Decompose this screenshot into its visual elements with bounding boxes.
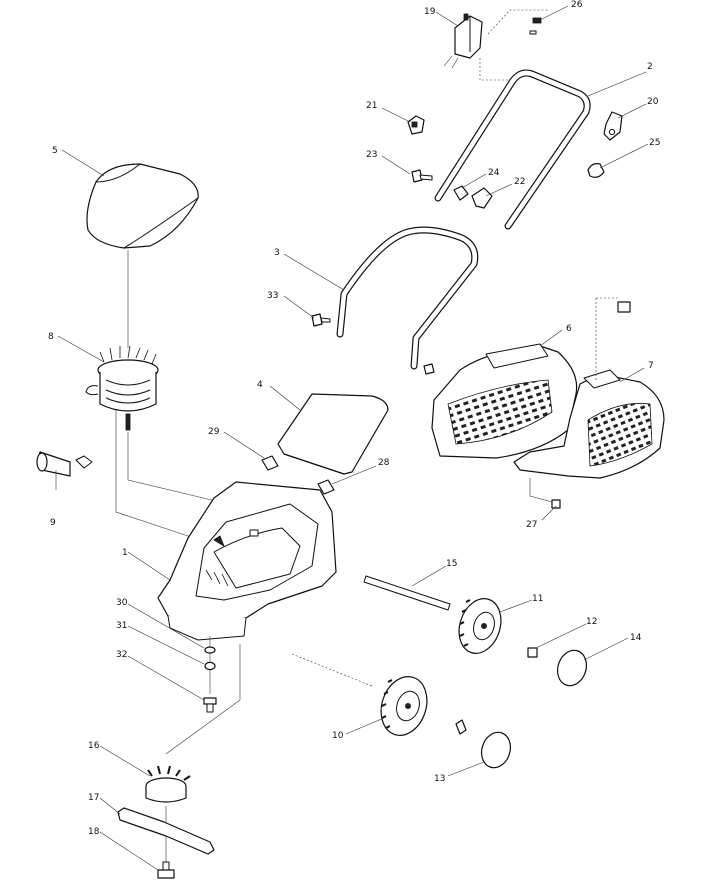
callout-23: 23 [366, 150, 377, 160]
cover-plate-part [277, 393, 389, 475]
callout-26: 26 [571, 0, 583, 10]
capacitor-part [36, 451, 93, 477]
callout-20: 20 [647, 97, 659, 107]
axle-rear [291, 653, 373, 687]
hub-cap-part-13 [480, 731, 512, 769]
motor-cover-part [86, 163, 199, 249]
grass-box-upper-part [431, 343, 578, 459]
callout-27: 27 [526, 520, 537, 530]
leader-line [115, 410, 201, 541]
callout-18: 18 [88, 827, 100, 837]
callout-8: 8 [48, 332, 54, 342]
grass-box-lower-part [513, 369, 665, 479]
callout-25: 25 [649, 138, 660, 148]
clip-part-28 [317, 479, 335, 495]
callout-15: 15 [446, 559, 457, 569]
nut-part-12 [527, 647, 538, 658]
callout-5: 5 [52, 146, 58, 156]
callout-10: 10 [332, 731, 344, 741]
bolt-part-18 [157, 861, 175, 879]
cover-plate-edge [283, 453, 345, 475]
washer-part-31 [204, 661, 216, 671]
callout-13: 13 [434, 774, 445, 784]
leader-line [479, 58, 512, 81]
bolt-part-33 [311, 313, 331, 327]
clip-part-29 [261, 455, 279, 471]
leader-line [595, 297, 620, 380]
callout-31: 31 [116, 621, 127, 631]
bolt-small [423, 363, 435, 375]
leader-line [487, 9, 548, 35]
callout-19: 19 [424, 7, 436, 17]
hook-part [587, 163, 605, 178]
callout-16: 16 [88, 741, 100, 751]
callout-11: 11 [532, 594, 543, 604]
callout-24: 24 [488, 168, 500, 178]
callout-labels: 19 26 2 20 21 25 23 24 22 5 3 33 6 8 7 4… [48, 0, 660, 837]
lower-handle-part [336, 226, 479, 370]
hub-cap-part-14 [556, 649, 588, 687]
callout-17: 17 [88, 793, 99, 803]
fan-part-16 [145, 765, 191, 803]
callout-28: 28 [378, 458, 390, 468]
callout-2: 2 [647, 62, 653, 72]
leader-line [127, 432, 221, 503]
callout-1: 1 [122, 548, 128, 558]
mower-deck-part [157, 481, 337, 641]
callout-33: 33 [267, 291, 278, 301]
callout-30: 30 [116, 598, 128, 608]
callout-9: 9 [50, 518, 56, 528]
bolt-part-23 [411, 169, 433, 183]
callout-12: 12 [586, 617, 597, 627]
callout-22: 22 [514, 177, 525, 187]
leader-line [165, 644, 241, 755]
wheel-part-11 [458, 598, 502, 654]
upper-handle-part [434, 69, 591, 230]
callout-21: 21 [366, 101, 377, 111]
callout-3: 3 [274, 248, 280, 258]
axle-part-15 [363, 575, 451, 611]
switch-box-part [443, 13, 483, 69]
screw-top-right [617, 301, 631, 313]
clamp-part-24 [453, 185, 469, 201]
wheel-part-10 [380, 676, 428, 736]
blade-part-17 [117, 807, 215, 855]
knob-part-22 [471, 187, 493, 209]
callout-4: 4 [257, 380, 263, 390]
callout-leaders [55, 5, 649, 871]
bolt-part-32 [203, 697, 217, 713]
screw-part-27 [529, 478, 561, 509]
screw-part-26 [529, 17, 542, 35]
callout-29: 29 [208, 427, 220, 437]
washer-part-30 [204, 646, 216, 654]
motor-part [85, 345, 159, 431]
knob-part-21 [407, 115, 425, 135]
callout-14: 14 [630, 633, 642, 643]
callout-7: 7 [648, 361, 654, 371]
callout-6: 6 [566, 324, 572, 334]
callout-32: 32 [116, 650, 127, 660]
cable-clip-part [603, 111, 623, 141]
nut-part-13b [455, 719, 467, 735]
